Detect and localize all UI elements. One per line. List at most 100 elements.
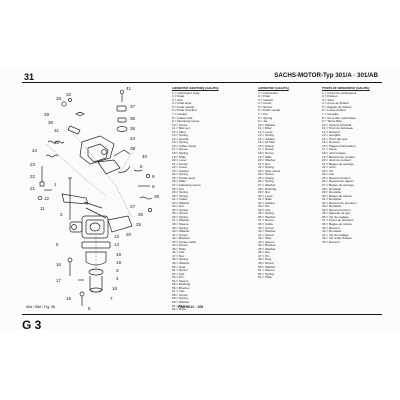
parts-list-row: 22 = Cover [172, 165, 188, 170]
part-callout-24: 24 [32, 148, 38, 153]
part-callout-22: 22 [30, 174, 36, 179]
parts-list-row: 41 = Vis de réglage [322, 232, 349, 237]
parts-list-row: 10 = Screw [172, 122, 188, 127]
parts-list-row: 1 = Carburetor body [172, 90, 200, 95]
parts-list-row: 4 = Cuve de flotteur [322, 101, 350, 106]
part-callout-33: 33 [56, 96, 62, 101]
parts-list-row: 1 = Carburetor [258, 90, 279, 95]
parts-list-row: 11 = Tiroir de boisseau [322, 126, 354, 131]
parts-list-row: 49 = Washer [172, 260, 190, 265]
parts-list-row: 24 = Spring [172, 172, 188, 177]
parts-list-row: 49 = Screw [258, 260, 274, 265]
parts-list-row: 21 = Bague de serrage [322, 161, 354, 166]
parts-list-row: 47 = Pin [258, 253, 270, 258]
parts-list-row: 17 = Screw [258, 147, 274, 152]
parts-list-row: 46 = Nut [258, 250, 270, 255]
parts-list-row: 20 = Washer [258, 158, 276, 163]
parts-list-row: 50 = Washer [258, 264, 276, 269]
parts-list-row: 20 = Joint de contact [322, 158, 351, 163]
parts-list-row: 11 = Main jet [172, 126, 190, 131]
part-callout-26: 26 [138, 212, 144, 217]
parts-list-row: 28 = Nut [172, 186, 184, 191]
parts-list-row: 31 = Rondelle [322, 197, 342, 202]
parts-list-row: 40 = Washer [258, 229, 276, 234]
parts-list-row: 5 = Aiguille de flotteur [322, 104, 352, 109]
parts-list-row: 5 = Float needle [172, 104, 195, 109]
parts-list-row: 55 = Bushing [172, 282, 191, 287]
parts-list-row: 24 = Axe [322, 172, 335, 177]
parts-list-row: 51 = Sleeve [258, 268, 275, 273]
parts-list-row: 51 = Screw [172, 268, 188, 273]
parts-list-row: 26 = Ressort de rappel [322, 179, 354, 184]
parts-list-row: 48 = Ring [258, 257, 272, 262]
parts-list-row: 9 = Tamis filtre [322, 119, 342, 124]
section-marker: G 3 [22, 318, 42, 332]
parts-list-row: 58 = Screw [172, 292, 188, 297]
parts-list-row: 52 = Clip [172, 271, 185, 276]
parts-list-row: 10 = Washer [258, 122, 276, 127]
parts-list-row: 29 = Nut [258, 190, 270, 195]
parts-list-row: 16 = Plaque d'obturation [322, 143, 356, 148]
part-callout-15: 15 [66, 296, 72, 301]
part-callout-11: 11 [40, 206, 45, 211]
parts-list-row: 35 = Screw [172, 211, 188, 216]
parts-list-row: 50 = Seal [172, 264, 186, 269]
part-callout-8: 8 [140, 164, 143, 169]
parts-list-row: 19 = Slide [258, 154, 272, 159]
parts-list-row: 57 = Clip [172, 289, 185, 294]
parts-list-row: 43 = Sleeve [258, 239, 275, 244]
parts-list-row: 43 = Choke cable [172, 239, 197, 244]
reference-code: F&S 3011 · 108 [178, 305, 204, 309]
parts-list-row: 5 = Screw [258, 104, 272, 109]
parts-list-row: 33 = Pin [258, 204, 270, 209]
parts-list-row: 27 = Bague de serrage [322, 182, 354, 187]
parts-list-row: 9 = Clamping screw [172, 119, 200, 124]
parts-list-row: 24 = Screw [258, 172, 274, 177]
parts-list-row: 31 = Cable [172, 197, 188, 202]
parts-list-row: 19 = Ressort de contact [322, 154, 355, 159]
parts-list-row: 43 = Ressort [322, 239, 340, 244]
parts-list-row: 13 = Goupille [322, 133, 341, 138]
parts-list-row: 42 = Stop [258, 236, 272, 241]
parts-list-row: 29 = Spring [172, 190, 188, 195]
parts-list-row: 31 = Slide [258, 197, 272, 202]
parts-list-row: 41 = Screw [172, 232, 188, 237]
parts-list-row: 25 = Clamp [258, 175, 274, 180]
parts-list-row: 45 = Washer [258, 246, 276, 251]
parts-list-row: 44 = Screw [172, 243, 188, 248]
parts-list-row: 22 = Joint [322, 165, 336, 170]
parts-list-row: 7 = Goupille [322, 112, 339, 117]
parts-list-row: 53 = Plate [258, 275, 273, 280]
parts-list-row: 13 = Spring [258, 133, 274, 138]
part-callout-30: 30 [48, 120, 54, 125]
parts-list-row: 7 = Gasket [172, 112, 188, 117]
parts-list-row: 17 = Pièce [322, 147, 337, 152]
part-callout-6: 6 [88, 306, 91, 311]
parts-list-row: 27 = Adjusting screw [172, 182, 201, 187]
parts-list-french: Pièces de carburateur (SACHS) 1 = Corps … [322, 87, 398, 244]
page-title: SACHS-MOTOR-Typ 301/A · 301/AB [274, 72, 378, 79]
parts-list-row: 26 = Slide [172, 179, 186, 184]
part-callout-5: 5 [56, 242, 59, 247]
parts-list-row: 4 = Cover [258, 101, 272, 106]
parts-list-row: 41 = Screw [258, 232, 274, 237]
parts-list-row: 60 = Washer [172, 300, 190, 304]
parts-list-row: 36 = Vis de réglage [322, 214, 349, 219]
parts-list-row: 23 = Gasket [172, 168, 189, 173]
parts-list-row: 34 = Ressort tension [322, 207, 351, 212]
parts-list-row: 61 = Nipple [172, 303, 188, 308]
parts-list-row: 42 = Vis à tête fraisée [322, 236, 352, 241]
part-callout-28: 28 [154, 194, 160, 199]
parts-list-row: 18 = Screw [258, 151, 274, 156]
parts-list-row: 52 = Spring [258, 271, 274, 276]
parts-list-row: 62 = Hose [172, 307, 187, 312]
column-header: Carburetor (SACHS) [258, 87, 289, 90]
parts-list-row: 37 = Tirant de pression [322, 218, 354, 223]
parts-list-row: 40 = Rondelle [322, 229, 342, 234]
parts-list-row: 22 = Spring [258, 165, 274, 170]
part-callout-14: 14 [114, 242, 120, 247]
parts-list-row: 7 = Pin [258, 112, 268, 117]
part-callout-32: 32 [66, 92, 72, 97]
part-callout-31: 31 [54, 128, 60, 133]
